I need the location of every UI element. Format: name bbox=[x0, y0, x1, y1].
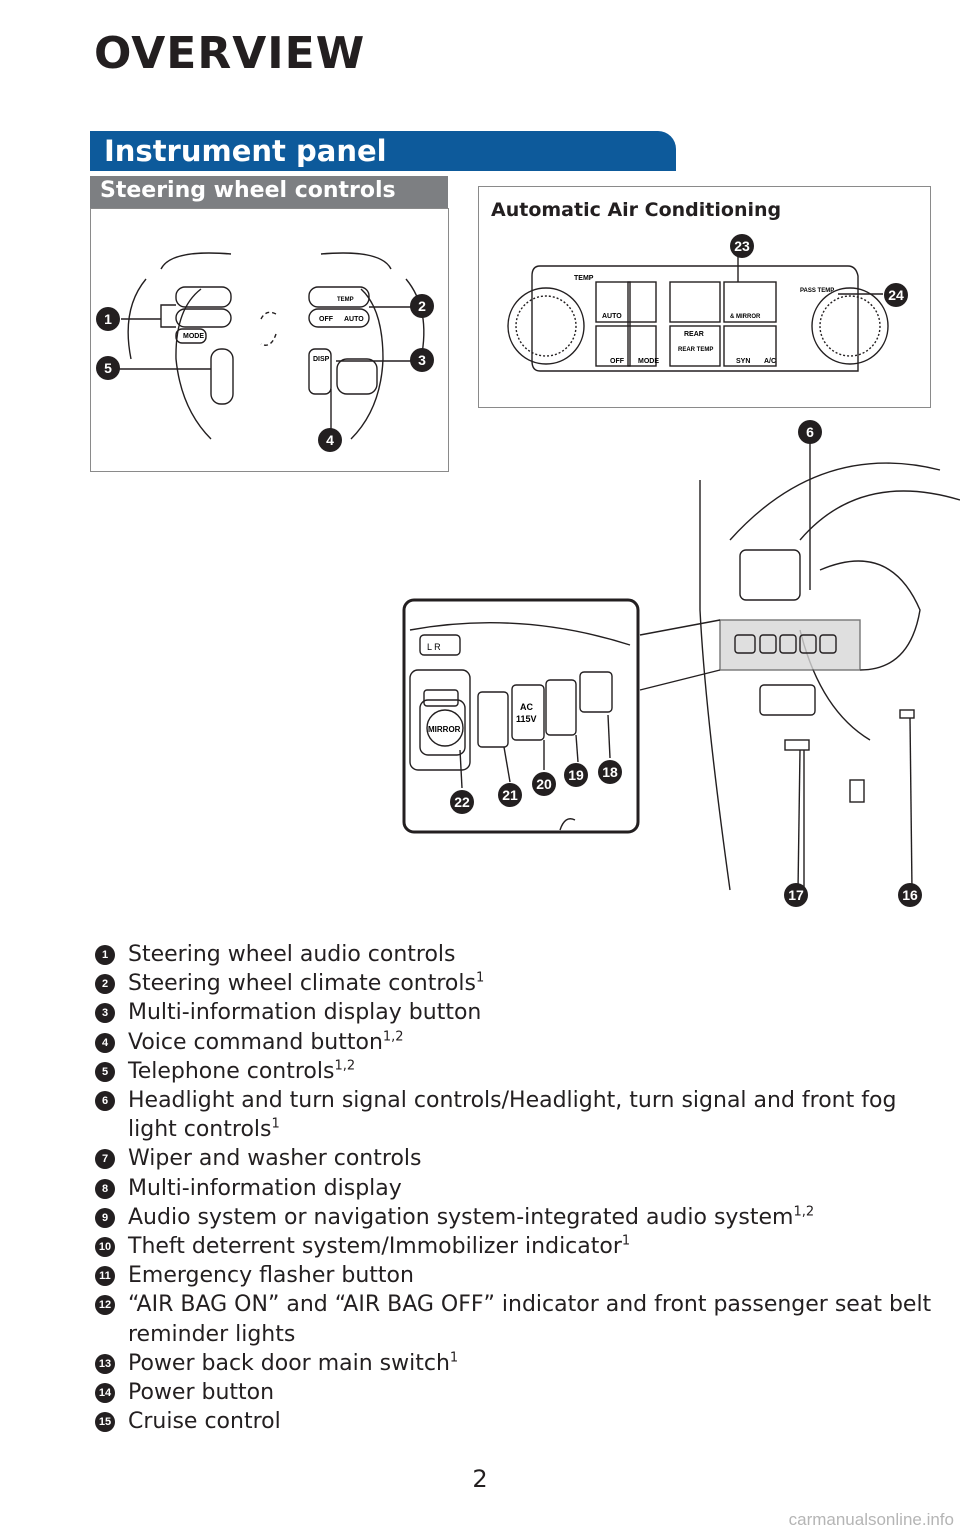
item-number-badge: 6 bbox=[95, 1091, 115, 1112]
item-number-badge: 12 bbox=[95, 1295, 115, 1316]
item-number-badge: 9 bbox=[95, 1207, 115, 1228]
item-text: Telephone controls bbox=[128, 1058, 335, 1084]
item-number-badge: 5 bbox=[95, 1061, 115, 1082]
item-number-badge: 7 bbox=[95, 1149, 115, 1170]
item-number-badge: 10 bbox=[95, 1237, 115, 1258]
subsection-banner: Steering wheel controls bbox=[90, 176, 448, 208]
page-number: 2 bbox=[472, 1465, 488, 1493]
dashboard-drawing: L R MIRROR AC 115V bbox=[402, 430, 960, 891]
item-text: “AIR BAG ON” and “AIR BAG OFF” indicator… bbox=[128, 1292, 932, 1347]
ac-rear-label: REAR bbox=[684, 331, 704, 338]
legend-list: 1 Steering wheel audio controls 2 Steering… bbox=[95, 940, 935, 1436]
item-text: Cruise control bbox=[128, 1409, 281, 1435]
item-text: Headlight and turn signal controls/Headl… bbox=[128, 1088, 897, 1143]
callout-6: 6 bbox=[798, 420, 822, 444]
callout-22: 22 bbox=[450, 790, 474, 814]
item-number-badge: 11 bbox=[95, 1266, 115, 1287]
list-item: 11 Emergency flasher button bbox=[95, 1261, 935, 1290]
callout-21: 21 bbox=[498, 783, 522, 807]
callout-1: 1 bbox=[96, 307, 120, 331]
inset-mirror-label: MIRROR bbox=[428, 725, 461, 734]
callout-17: 17 bbox=[784, 883, 808, 907]
list-item: 8 Multi-information display bbox=[95, 1174, 935, 1203]
inset-ac-label: AC bbox=[520, 702, 533, 712]
callout-16: 16 bbox=[898, 883, 922, 907]
ac-ac-label: A/C bbox=[764, 358, 776, 365]
ac-mirror-label: & MIRROR bbox=[730, 314, 761, 320]
wheel-disp-label: DISP bbox=[313, 356, 330, 363]
list-item: 6 Headlight and turn signal controls/Head… bbox=[95, 1086, 935, 1144]
ac-title: Automatic Air Conditioning bbox=[491, 199, 782, 221]
footnote-ref: 1 bbox=[449, 1350, 459, 1366]
item-text: Power button bbox=[128, 1380, 275, 1406]
callout-2: 2 bbox=[410, 294, 434, 318]
item-text: Steering wheel climate controls bbox=[128, 971, 476, 997]
list-item: 10 Theft deterrent system/Immobilizer ind… bbox=[95, 1232, 935, 1261]
item-number-badge: 14 bbox=[95, 1383, 115, 1404]
section-banner: Instrument panel bbox=[90, 131, 676, 171]
list-item: 4 Voice command button1,2 bbox=[95, 1028, 935, 1057]
callout-24: 24 bbox=[884, 283, 908, 307]
watermark-text: carmanualsonline.info bbox=[788, 1510, 954, 1529]
inset-lr-label: L R bbox=[427, 642, 441, 652]
inset-ac-volt-label: 115V bbox=[516, 714, 537, 724]
callout-18: 18 bbox=[598, 760, 622, 784]
item-number-badge: 3 bbox=[95, 1003, 115, 1024]
ac-mode-label: MODE bbox=[638, 358, 659, 365]
callout-4: 4 bbox=[318, 428, 342, 452]
item-number-badge: 8 bbox=[95, 1178, 115, 1199]
item-number-badge: 1 bbox=[95, 945, 115, 965]
callout-20: 20 bbox=[532, 772, 556, 796]
item-text: Wiper and washer controls bbox=[128, 1146, 422, 1172]
list-item: 7 Wiper and washer controls bbox=[95, 1144, 935, 1173]
callout-3: 3 bbox=[410, 348, 434, 372]
ac-temp-label: TEMP bbox=[574, 275, 594, 282]
list-item: 2 Steering wheel climate controls1 bbox=[95, 969, 935, 998]
list-item: 13 Power back door main switch1 bbox=[95, 1349, 935, 1378]
list-item: 5 Telephone controls1,2 bbox=[95, 1057, 935, 1086]
ac-panel-drawing: TEMP AUTO OFF MODE REAR REAR TEMP & MIRR… bbox=[507, 241, 889, 372]
item-text: Steering wheel audio controls bbox=[128, 942, 456, 967]
item-text: Multi-information display button bbox=[128, 1000, 482, 1026]
item-number-badge: 13 bbox=[95, 1353, 115, 1374]
steering-wheel-illustration: MODE OFF AUTO TEMP DISP bbox=[90, 208, 449, 472]
item-number-badge: 15 bbox=[95, 1412, 115, 1433]
page-title: OVERVIEW bbox=[94, 28, 366, 79]
wheel-off-label: OFF bbox=[319, 316, 334, 323]
item-number-badge: 4 bbox=[95, 1032, 115, 1053]
footnote-ref: 1 bbox=[271, 1116, 280, 1132]
item-text: Voice command button bbox=[128, 1029, 383, 1055]
ac-pass-temp-label: PASS TEMP bbox=[800, 288, 834, 294]
ac-rear-temp-label: REAR TEMP bbox=[678, 347, 713, 353]
item-text: Multi-information display bbox=[128, 1175, 402, 1201]
callout-19: 19 bbox=[564, 763, 588, 787]
footnote-ref: 1,2 bbox=[382, 1029, 404, 1045]
item-text: Emergency flasher button bbox=[128, 1263, 414, 1289]
ac-auto-label: AUTO bbox=[602, 313, 622, 320]
callout-23: 23 bbox=[730, 234, 754, 258]
item-number-badge: 2 bbox=[95, 974, 115, 995]
ac-syn-label: SYN bbox=[736, 358, 750, 365]
subsection-title: Steering wheel controls bbox=[100, 178, 396, 203]
list-item: 3 Multi-information display button bbox=[95, 998, 935, 1027]
section-title: Instrument panel bbox=[104, 134, 387, 168]
wheel-mode-label: MODE bbox=[183, 333, 204, 340]
list-item: 12 “AIR BAG ON” and “AIR BAG OFF” indicat… bbox=[95, 1290, 935, 1348]
wheel-auto-label: AUTO bbox=[344, 316, 364, 323]
list-item: 1 Steering wheel audio controls bbox=[95, 940, 935, 969]
ac-off-label: OFF bbox=[610, 358, 625, 365]
list-item: 15 Cruise control bbox=[95, 1407, 935, 1436]
list-item: 9 Audio system or navigation system-integ… bbox=[95, 1203, 935, 1232]
callout-5: 5 bbox=[96, 356, 120, 380]
steering-wheel-drawing: MODE OFF AUTO TEMP DISP bbox=[119, 252, 425, 440]
footnote-ref: 1 bbox=[621, 1233, 631, 1249]
list-item: 14 Power button bbox=[95, 1378, 935, 1407]
footnote-ref: 1,2 bbox=[793, 1204, 815, 1220]
item-text: Power back door main switch bbox=[128, 1350, 450, 1376]
footnote-ref: 1 bbox=[475, 970, 485, 986]
item-text: Audio system or navigation system-integr… bbox=[128, 1204, 794, 1230]
footnote-ref: 1,2 bbox=[334, 1058, 356, 1074]
wheel-temp-label: TEMP bbox=[337, 297, 354, 303]
item-text: Theft deterrent system/Immobilizer indic… bbox=[128, 1234, 622, 1260]
